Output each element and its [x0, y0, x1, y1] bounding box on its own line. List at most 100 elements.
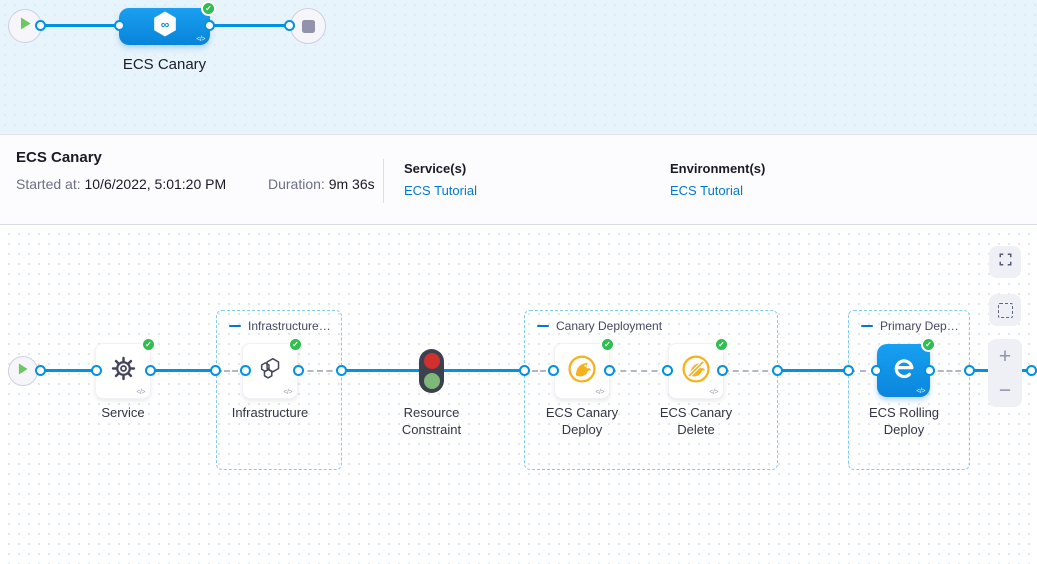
environments-link[interactable]: ECS Tutorial — [670, 183, 743, 198]
environments-label: Environment(s) — [670, 161, 766, 176]
connector-line-dashed — [216, 370, 246, 372]
code-icon: </> — [916, 388, 925, 395]
stop-icon — [301, 19, 315, 33]
connector-dot — [35, 365, 46, 376]
hexagon-cluster-icon — [255, 354, 285, 389]
services-link[interactable]: ECS Tutorial — [404, 183, 477, 198]
connector-line-dashed — [298, 370, 342, 372]
harness-deploy-icon: ∞ — [149, 8, 181, 45]
services-label: Service(s) — [404, 161, 467, 176]
connector-dot — [964, 365, 975, 376]
group-box-primary-deployment: Primary Deploy... — [848, 310, 970, 470]
execution-header: ECS Canary Started at: 10/6/2022, 5:01:2… — [0, 134, 1037, 225]
group-box-infrastructure: Infrastructure Se... — [216, 310, 342, 470]
connector-line — [778, 369, 849, 372]
marquee-icon — [997, 302, 1013, 318]
step-label: ECS Rolling Deploy — [868, 405, 940, 437]
code-icon: </> — [196, 36, 205, 43]
duration: Duration: 9m 36s — [268, 176, 375, 192]
success-check-icon: ✓ — [921, 337, 936, 352]
connector-line-dashed — [929, 370, 970, 372]
step-label: Service — [101, 405, 145, 420]
execution-graph-canvas[interactable]: Infrastructure Se... Canary Deployment P… — [0, 225, 1037, 564]
connector-dot — [1026, 365, 1037, 376]
connector-dot — [210, 365, 221, 376]
connector-line-dashed — [849, 370, 877, 372]
started-at-label: Started at: — [16, 176, 81, 192]
collapse-icon[interactable] — [861, 324, 873, 328]
fullscreen-button[interactable] — [989, 246, 1021, 278]
group-header: Primary Deploy... — [849, 311, 969, 333]
pipeline-end-node[interactable] — [290, 8, 326, 44]
connector-dot — [604, 365, 615, 376]
step-node-ecs-rolling-deploy[interactable]: ✓ </> — [877, 337, 936, 397]
connector-dot — [843, 365, 854, 376]
connector-dot — [662, 365, 673, 376]
step-label: ECS Canary Deploy — [545, 405, 619, 437]
traffic-light-green-icon — [423, 373, 440, 389]
connector-dot — [114, 20, 125, 31]
group-label: Primary Deploy... — [880, 319, 959, 333]
group-header: Infrastructure Se... — [217, 311, 341, 333]
connector-dot — [35, 20, 46, 31]
success-check-icon: ✓ — [600, 337, 615, 352]
stage-graph-banner: ∞ ✓ </> ECS Canary — [0, 0, 1037, 134]
canary-bird-icon — [566, 353, 598, 390]
fullscreen-icon — [998, 252, 1013, 272]
duration-value: 9m 36s — [328, 176, 375, 192]
step-node-service[interactable]: ✓ </> — [95, 337, 156, 399]
canary-bird-slash-icon — [680, 353, 712, 390]
step-label: Resource Constraint — [401, 405, 462, 437]
zoom-out-button[interactable]: − — [998, 378, 1012, 402]
connector-line-dashed — [610, 370, 668, 372]
connector-line — [342, 369, 420, 372]
group-label: Canary Deployment — [556, 319, 663, 333]
play-icon — [20, 17, 31, 35]
connector-line-dashed — [723, 370, 778, 372]
duration-label: Duration: — [268, 176, 325, 192]
connector-line — [444, 369, 524, 372]
stage-label: ECS Canary — [122, 56, 207, 73]
zoom-controls: + − — [988, 339, 1022, 407]
step-node-ecs-canary-deploy[interactable]: ✓ </> — [554, 337, 615, 399]
execution-title: ECS Canary — [16, 149, 102, 166]
graph-start-node[interactable] — [8, 356, 38, 386]
connector-line — [38, 369, 97, 372]
connector-dot — [91, 365, 102, 376]
marquee-select-button[interactable] — [989, 294, 1021, 326]
group-label: Infrastructure Se... — [248, 319, 331, 333]
code-icon: </> — [283, 389, 292, 396]
connector-dot — [336, 365, 347, 376]
step-node-ecs-canary-delete[interactable]: ✓ </> — [668, 337, 729, 399]
connector-dot — [871, 365, 882, 376]
success-check-icon: ✓ — [288, 337, 303, 352]
success-check-icon: ✓ — [714, 337, 729, 352]
stage-node-ecs-canary[interactable]: ∞ ✓ </> — [119, 1, 216, 45]
step-node-infrastructure[interactable]: ✓ </> — [242, 337, 303, 399]
play-icon — [18, 362, 28, 380]
connector-dot — [717, 365, 728, 376]
success-check-icon: ✓ — [201, 1, 216, 16]
connector-dot — [293, 365, 304, 376]
connector-dot — [772, 365, 783, 376]
connector-dot — [548, 365, 559, 376]
connector-line-dashed — [524, 370, 554, 372]
collapse-icon[interactable] — [229, 324, 241, 328]
step-label: ECS Canary Delete — [659, 405, 733, 437]
code-icon: </> — [709, 389, 718, 396]
code-icon: </> — [136, 389, 145, 396]
connector-line — [40, 24, 122, 27]
collapse-icon[interactable] — [537, 324, 549, 328]
step-node-resource-constraint[interactable] — [419, 349, 444, 393]
code-icon: </> — [595, 389, 604, 396]
gear-icon — [110, 355, 137, 387]
header-divider — [383, 159, 384, 203]
zoom-in-button[interactable]: + — [998, 344, 1012, 368]
connector-dot — [240, 365, 251, 376]
group-header: Canary Deployment — [525, 311, 777, 333]
success-check-icon: ✓ — [141, 337, 156, 352]
connector-dot — [145, 365, 156, 376]
connector-dot — [924, 365, 935, 376]
traffic-light-red-icon — [423, 353, 440, 369]
